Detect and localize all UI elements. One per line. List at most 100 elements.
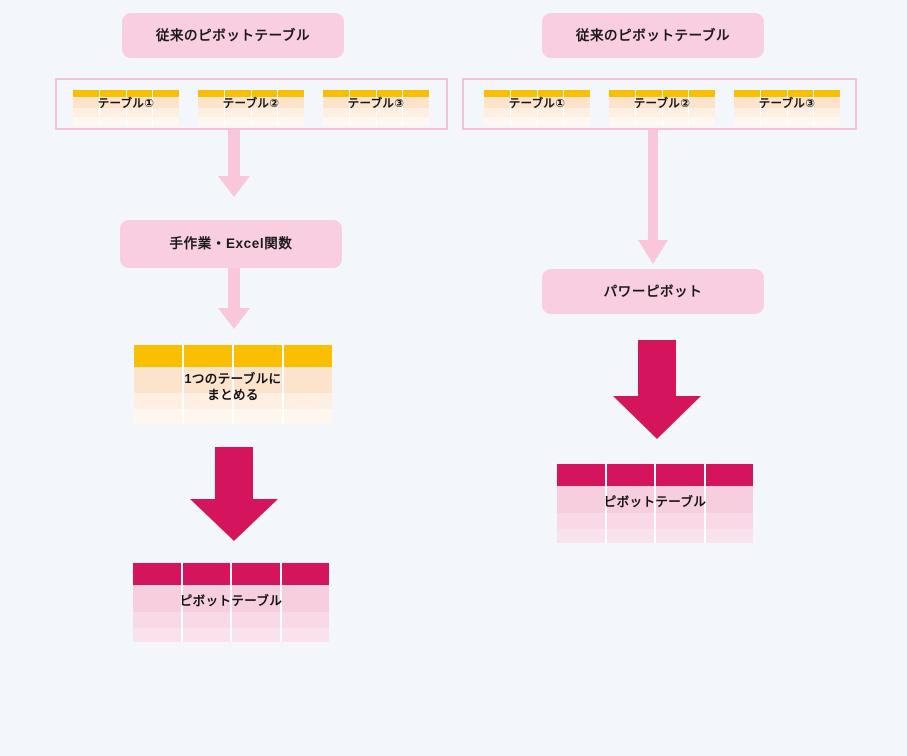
mini-cell bbox=[787, 117, 815, 126]
mini-cell bbox=[787, 108, 815, 117]
table-cell bbox=[606, 529, 656, 543]
table-cell bbox=[281, 563, 329, 585]
table-cell bbox=[705, 513, 753, 529]
table-row bbox=[557, 486, 753, 513]
arrow-merged-to-result-icon bbox=[190, 447, 278, 541]
mini-cell bbox=[198, 117, 225, 126]
mini-cell bbox=[403, 97, 429, 108]
mini-cell bbox=[689, 108, 715, 117]
mini-cell bbox=[376, 90, 404, 97]
mini-cell bbox=[349, 90, 377, 97]
table-cell bbox=[656, 464, 706, 486]
mini-cell bbox=[403, 108, 429, 117]
table-cell bbox=[182, 585, 232, 612]
mini-table-row bbox=[734, 108, 840, 117]
table-cell bbox=[134, 393, 184, 409]
table-cell bbox=[134, 367, 184, 393]
mini-table-header-row bbox=[734, 90, 840, 97]
mini-cell bbox=[814, 90, 840, 97]
table-cell bbox=[234, 409, 284, 424]
mini-cell bbox=[734, 117, 761, 126]
left-process-label: 手作業・Excel関数 bbox=[169, 236, 293, 252]
table-cell bbox=[182, 628, 232, 642]
mini-table-row bbox=[73, 108, 179, 117]
mini-cell bbox=[537, 90, 565, 97]
mini-cell bbox=[734, 97, 761, 108]
right-source-table-3: テーブル③ bbox=[734, 90, 840, 126]
mini-cell bbox=[153, 108, 179, 117]
table-row bbox=[134, 367, 332, 393]
mini-cell bbox=[251, 117, 279, 126]
left-source-tables-container: テーブル① bbox=[55, 78, 448, 130]
table-cell bbox=[184, 367, 234, 393]
left-source-table-1: テーブル① bbox=[73, 90, 179, 126]
mini-cell bbox=[537, 108, 565, 117]
mini-cell bbox=[689, 97, 715, 108]
table-row bbox=[133, 628, 329, 642]
arrow-powerpivot-to-result-icon bbox=[613, 340, 701, 439]
table-cell bbox=[557, 464, 607, 486]
table-cell bbox=[284, 367, 332, 393]
mini-cell bbox=[126, 117, 154, 126]
mini-cell bbox=[278, 97, 304, 108]
mini-table-row bbox=[609, 108, 715, 117]
mini-cell bbox=[484, 90, 511, 97]
mini-cell bbox=[278, 108, 304, 117]
table-cell bbox=[133, 612, 183, 628]
table-cell bbox=[133, 563, 183, 585]
mini-cell bbox=[662, 108, 690, 117]
mini-table-row bbox=[734, 97, 840, 108]
table-cell bbox=[234, 393, 284, 409]
table-row bbox=[557, 513, 753, 529]
left-source-table-3: テーブル③ bbox=[323, 90, 429, 126]
mini-cell bbox=[510, 117, 538, 126]
table-cell bbox=[606, 464, 656, 486]
mini-cell bbox=[564, 97, 590, 108]
mini-cell bbox=[787, 90, 815, 97]
table-cell bbox=[656, 529, 706, 543]
table-cell bbox=[284, 345, 332, 367]
table-cell bbox=[134, 345, 184, 367]
table-cell bbox=[184, 393, 234, 409]
mini-table-row bbox=[734, 117, 840, 126]
arrow-sources-to-powerpivot-icon bbox=[638, 130, 668, 264]
arrow-process-to-merged-icon bbox=[218, 268, 250, 329]
table-cell bbox=[557, 486, 607, 513]
mini-table-row bbox=[323, 108, 429, 117]
table-cell bbox=[557, 529, 607, 543]
mini-table-header-row bbox=[198, 90, 304, 97]
right-source-table-2: テーブル② bbox=[609, 90, 715, 126]
mini-cell bbox=[99, 108, 127, 117]
mini-cell bbox=[510, 108, 538, 117]
table-cell bbox=[232, 612, 282, 628]
mini-cell bbox=[403, 117, 429, 126]
mini-cell bbox=[537, 117, 565, 126]
table-cell bbox=[232, 628, 282, 642]
right-source-tables-container: テーブル① bbox=[462, 78, 857, 130]
mini-table-row bbox=[484, 97, 590, 108]
mini-cell bbox=[564, 108, 590, 117]
mini-cell bbox=[153, 90, 179, 97]
mini-cell bbox=[99, 97, 127, 108]
mini-cell bbox=[99, 117, 127, 126]
table-cell bbox=[705, 486, 753, 513]
mini-cell bbox=[510, 90, 538, 97]
table-header-row bbox=[133, 563, 329, 585]
mini-cell bbox=[323, 97, 350, 108]
mini-cell bbox=[689, 90, 715, 97]
mini-table-header-row bbox=[73, 90, 179, 97]
right-process-label: パワーピボット bbox=[603, 283, 703, 299]
table-cell bbox=[656, 486, 706, 513]
right-title-label: 従来のピボットテーブル bbox=[575, 27, 731, 43]
mini-cell bbox=[73, 117, 100, 126]
mini-cell bbox=[323, 108, 350, 117]
mini-cell bbox=[760, 108, 788, 117]
mini-table-header-row bbox=[323, 90, 429, 97]
mini-table-row bbox=[609, 97, 715, 108]
mini-table-row bbox=[198, 108, 304, 117]
mini-cell bbox=[734, 90, 761, 97]
mini-cell bbox=[484, 108, 511, 117]
table-row bbox=[133, 612, 329, 628]
table-row bbox=[557, 529, 753, 543]
